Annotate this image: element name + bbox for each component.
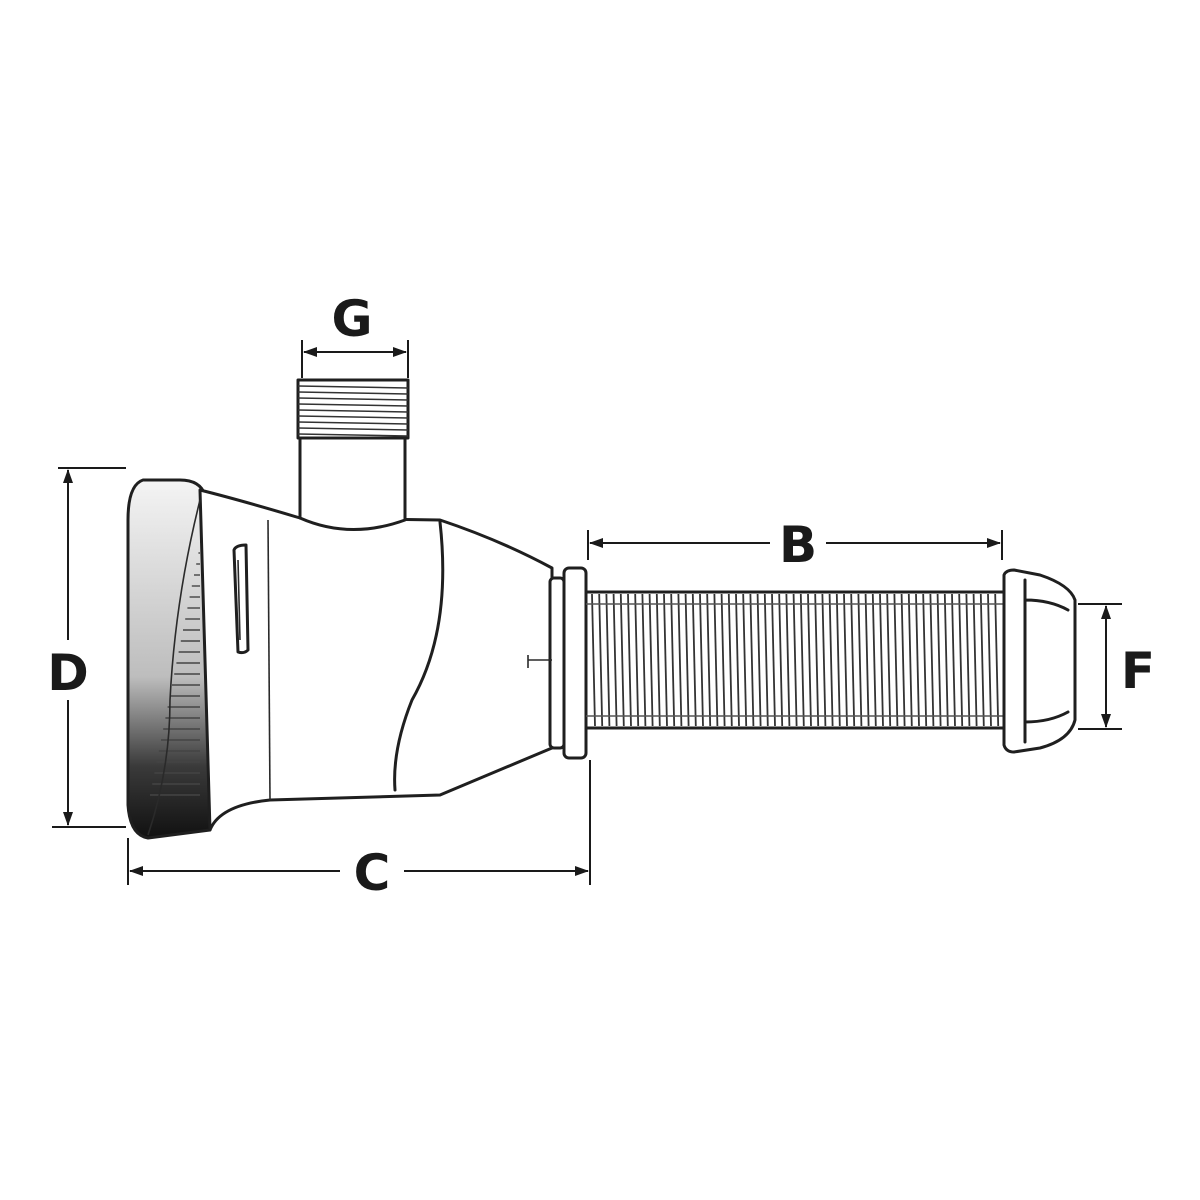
detail-line — [699, 593, 704, 727]
detail-line — [792, 593, 798, 727]
detail-line — [297, 397, 409, 401]
detail-line — [807, 593, 812, 727]
detail-line — [612, 593, 618, 727]
hex-nut — [1002, 568, 1077, 754]
detail-line — [735, 593, 740, 727]
dimension-label-b: B — [779, 516, 817, 574]
dimension-label-g: G — [331, 290, 372, 348]
detail-line — [655, 593, 661, 727]
detail-line — [297, 403, 409, 407]
detail-line — [677, 593, 683, 727]
detail-line — [879, 593, 884, 727]
detail-line — [727, 593, 733, 727]
detail-line — [749, 593, 755, 727]
detail-line — [297, 421, 409, 425]
dimension-f: F — [1078, 603, 1155, 730]
dimension-g: G — [301, 290, 409, 378]
detail-line — [915, 593, 920, 727]
detail-line — [850, 593, 856, 727]
detail-line — [713, 593, 719, 727]
detail-line — [835, 593, 841, 727]
detail-line — [951, 593, 956, 727]
dimension-d: D — [47, 467, 126, 828]
outlet-neck — [298, 436, 407, 532]
detail-line — [922, 593, 928, 727]
detail-line — [591, 593, 596, 727]
detail-line — [821, 593, 827, 727]
tube-threads — [586, 593, 1004, 727]
detail-line — [297, 427, 409, 431]
housing-seam-left — [267, 519, 271, 801]
detail-line — [691, 593, 697, 727]
dimension-label-d: D — [47, 644, 89, 702]
detail-line — [297, 433, 409, 437]
housing-seam-right — [393, 520, 445, 792]
dimension-c: C — [127, 760, 591, 902]
detail-line — [871, 593, 877, 727]
detail-line — [297, 415, 409, 419]
detail-line — [979, 593, 985, 727]
detail-line — [670, 593, 676, 727]
outlet-threads — [297, 385, 409, 437]
detail-line — [756, 593, 762, 727]
detail-line — [972, 593, 978, 727]
detail-line — [785, 593, 791, 727]
detail-line — [843, 593, 848, 727]
detail-line — [886, 593, 892, 727]
housing-vent-inner — [237, 559, 241, 641]
housing-vent-slot — [232, 543, 250, 655]
detail-line — [648, 593, 654, 727]
detail-line — [706, 593, 712, 727]
detail-line — [799, 593, 805, 727]
detail-line — [900, 593, 906, 727]
dimension-label-f: F — [1121, 642, 1155, 700]
detail-line — [297, 409, 409, 413]
dimension-b: B — [587, 516, 1003, 574]
detail-line — [893, 593, 899, 727]
pump-body — [126, 378, 1077, 840]
dimension-label-c: C — [354, 844, 391, 902]
hex-nut-face — [1023, 578, 1070, 744]
detail-line — [627, 593, 632, 727]
detail-line — [864, 593, 870, 727]
flange-washer-inner — [562, 566, 588, 760]
detail-line — [828, 593, 834, 727]
detail-line — [943, 593, 949, 727]
detail-line — [297, 391, 409, 395]
detail-line — [742, 593, 748, 727]
detail-line — [663, 593, 668, 727]
detail-line — [929, 593, 935, 727]
detail-line — [619, 593, 625, 727]
detail-line — [936, 593, 942, 727]
detail-line — [605, 593, 611, 727]
detail-line — [994, 593, 1000, 727]
flange-washer-outer — [548, 576, 566, 750]
detail-line — [634, 593, 640, 727]
detail-line — [814, 593, 820, 727]
detail-line — [684, 593, 690, 727]
detail-line — [958, 593, 964, 727]
detail-line — [987, 593, 992, 727]
flange-pin — [527, 655, 552, 668]
detail-line — [857, 593, 863, 727]
detail-line — [965, 593, 971, 727]
detail-line — [641, 593, 647, 727]
pump-housing — [198, 488, 554, 832]
detail-line — [771, 593, 776, 727]
detail-line — [763, 593, 769, 727]
housing-swirl — [147, 499, 201, 836]
detail-line — [598, 593, 604, 727]
detail-line — [297, 385, 409, 389]
detail-line — [907, 593, 913, 727]
detail-line — [778, 593, 784, 727]
detail-line — [720, 593, 726, 727]
